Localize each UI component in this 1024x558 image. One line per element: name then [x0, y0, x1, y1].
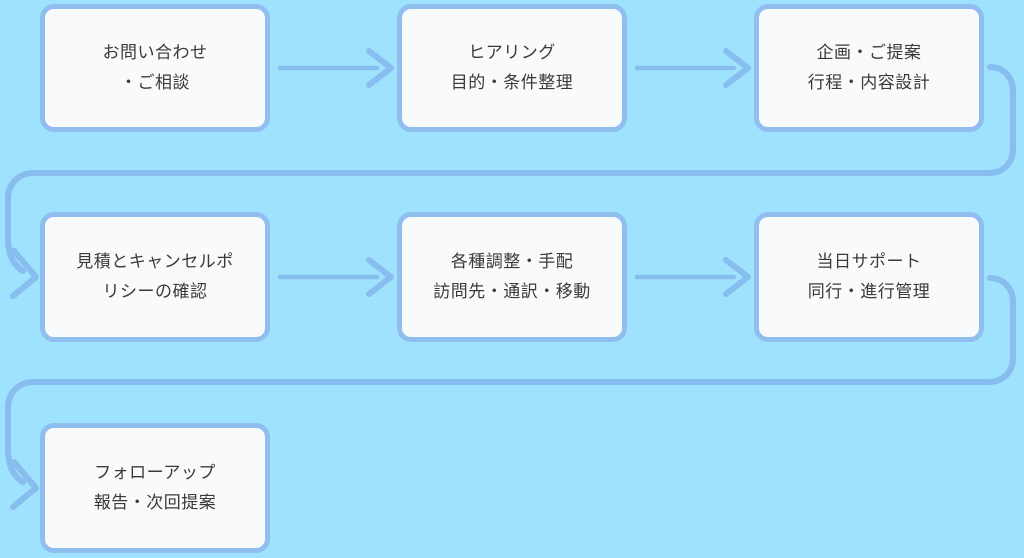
step-label-line: ヒアリング — [468, 43, 556, 63]
arrow-step5-step6-icon — [634, 257, 751, 297]
arrow-step4-step5-icon — [277, 257, 394, 297]
step-label-line: お問い合わせ — [102, 43, 208, 63]
step-box-arrangements: 各種調整・手配 訪問先・通訳・移動 — [397, 212, 627, 342]
step-box-follow-up: フォローアップ 報告・次回提案 — [40, 423, 270, 553]
step-box-proposal: 企画・ご提案 行程・内容設計 — [754, 4, 984, 132]
step-box-day-support: 当日サポート 同行・進行管理 — [754, 212, 984, 342]
arrow-step1-step2-icon — [277, 48, 394, 88]
step-label-line: リシーの確認 — [102, 282, 208, 302]
step-label-line: 行程・内容設計 — [807, 73, 931, 93]
arrow-step2-step3-icon — [634, 48, 751, 88]
step-label-line: 報告・次回提案 — [93, 493, 217, 513]
step-label-line: 各種調整・手配 — [450, 252, 574, 272]
step-label-line: ・ご相談 — [120, 73, 190, 93]
step-label-line: フォローアップ — [94, 463, 216, 483]
step-label-line: 当日サポート — [816, 252, 922, 272]
step-label-line: 同行・進行管理 — [807, 282, 931, 302]
step-box-hearing: ヒアリング 目的・条件整理 — [397, 4, 627, 132]
step-box-estimate: 見積とキャンセルポ リシーの確認 — [40, 212, 270, 342]
step-box-inquiry: お問い合わせ ・ご相談 — [40, 4, 270, 132]
step-label-line: 企画・ご提案 — [816, 43, 922, 63]
step-label-line: 訪問先・通訳・移動 — [433, 282, 591, 302]
step-label-line: 見積とキャンセルポ — [76, 252, 234, 272]
step-label-line: 目的・条件整理 — [450, 73, 574, 93]
